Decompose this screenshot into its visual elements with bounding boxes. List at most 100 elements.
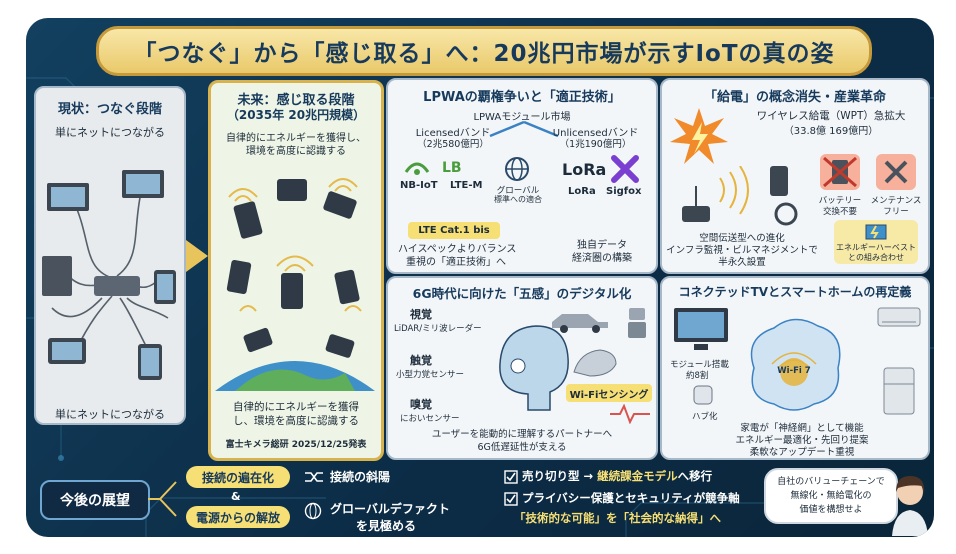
camera-icon (774, 202, 798, 226)
own-line2: 経済圏の構築 (572, 253, 632, 264)
space-line3: 半永久設置 (718, 257, 766, 268)
speech-bubble: 自社のバリューチェーンで 無線化・無給電化の 価値を構想せよ (764, 468, 898, 524)
battery-line1: バッテリー (818, 196, 862, 206)
smart-home-panel: コネクテッドTVとスマートホームの再定義 モジュール搭載 約8割 Wi-Fi 7… (660, 276, 930, 460)
sigfox-label: Sigfox (606, 186, 642, 197)
privacy-line2: 「技術的な可能」を「社会的な納得」へ (514, 511, 721, 525)
licensed-line1: Licensedバンド (415, 128, 491, 139)
maint-line2: フリー (883, 207, 909, 217)
phone-icon (334, 269, 360, 305)
global-line1: グローバル (496, 186, 540, 196)
checkbox-checked-icon (504, 470, 518, 484)
hub-label: ハブ化 (692, 412, 718, 422)
lpwa-market-label: LPWAモジュール市場 (473, 112, 571, 123)
tablet-icon (323, 191, 357, 219)
page-title: 「つなぐ」から「感じ取る」へ：20兆円市場が示すIoTの真の姿 (96, 26, 872, 76)
brain-network-illustration (750, 318, 841, 411)
touch-desc: 小型力覚センサー (396, 370, 465, 380)
unlicensed-line1: Unlicensedバンド (552, 128, 639, 139)
no-maintenance-icon (876, 154, 916, 190)
tv-icon (674, 308, 728, 350)
branch-arrow-icon (148, 481, 177, 517)
wpt-line1: ワイヤレス給電（WPT）急拡大 (756, 110, 906, 122)
air-conditioner-icon (877, 307, 921, 327)
space-line1: 空間伝送型への進化 (699, 233, 785, 244)
phone-icon (281, 273, 303, 309)
outlook-label: 今後の展望 (40, 480, 150, 520)
tv-heading: コネクテッドTVとスマートホームの再定義 (678, 285, 912, 299)
global-de-facto-line2: を見極める (356, 519, 417, 533)
router-icon (94, 276, 140, 296)
battery-line2: 交換不要 (822, 207, 857, 217)
outlook-band: 今後の展望 接続の遍在化 & 電源からの解放 接続の斜陽 グローバルデファクト … (26, 462, 934, 537)
own-line1: 独自データ (577, 240, 627, 251)
arrow-right-icon (186, 240, 208, 272)
amp-label: & (231, 490, 241, 503)
checkbox-checked-icon (504, 492, 518, 506)
nbiot-label: NB-IoT (400, 180, 438, 191)
release-pill: 電源からの解放 (186, 506, 290, 528)
shuffle-icon (305, 472, 323, 482)
module-line2: 約8割 (686, 371, 709, 381)
power-heading: 「給電」の概念消失・産業革命 (703, 90, 886, 105)
global-de-facto-line1: グローバルデファクト (330, 502, 450, 516)
future-top-line2: 環境を高度に認識する (246, 146, 346, 157)
wireless-transmitter-illustration (682, 166, 798, 226)
car-icon (552, 314, 608, 333)
smell-desc: においセンサー (400, 414, 460, 424)
cat1-desc-line1: ハイスペックよりバランス (398, 244, 517, 255)
sell-line: 売り切り型 → 継続課金モデルへ移行 (522, 468, 712, 484)
senses-heading: 6G時代に向けた「五感」のデジタル化 (412, 286, 632, 301)
current-heading: 現状：つなぐ段階 (57, 102, 162, 117)
decline-label: 接続の斜陽 (330, 470, 391, 484)
no-battery-icon (820, 154, 860, 190)
sight-label: 視覚 (410, 308, 432, 321)
wifi-signal-icon (404, 162, 430, 175)
cat1-desc-line2: 重視の「適正技術」へ (406, 257, 506, 268)
home-line3: 柔軟なアップデート重視 (749, 447, 855, 458)
wpt-line2: （33.8億 169億円） (783, 126, 879, 137)
server-icon (42, 256, 72, 296)
harvest-box: エネルギーハーベスト との組み合わせ (834, 220, 918, 264)
sight-desc: LiDAR/ミリ波レーダー (394, 324, 482, 334)
bubble-line2: 無線化・無給電化の (790, 491, 872, 501)
current-top-text: 単にネットにつながる (55, 126, 165, 139)
lb-logo: LB (442, 160, 462, 176)
sigfox-logo-icon (611, 155, 639, 183)
sell-highlight: 継続課金モデル (597, 469, 678, 483)
senses-panel: 6G時代に向けた「五感」のデジタル化 視覚 LiDAR/ミリ波レーダー 触覚 小… (386, 276, 658, 460)
global-line2: 標準への適合 (494, 195, 542, 204)
home-line1: 家電が「神経網」として機能 (740, 423, 864, 434)
power-panel: 「給電」の概念消失・産業革命 ワイヤレス給電（WPT）急拡大 （33.8億 16… (660, 78, 930, 274)
harvest-line2: との組み合わせ (848, 253, 904, 262)
head-sensing-illustration (499, 325, 569, 411)
ubiquity-pill: 接続の遍在化 (186, 466, 290, 488)
tablet-icon (325, 334, 355, 358)
partner-line1: ユーザーを能動的に理解するパートナーへ (431, 429, 613, 440)
globe-icon (304, 502, 322, 520)
sell-suffix: へ移行 (677, 469, 713, 483)
lora-label: LoRa (568, 186, 596, 197)
globe-icon (505, 157, 529, 181)
lora-logo: LoRa (562, 160, 607, 179)
future-top-line1: 自律的にエネルギーを獲得し、 (226, 133, 366, 144)
source-note: 富士キメラ総研 2025/12/25発表 (225, 440, 367, 450)
refrigerator-icon (883, 367, 915, 415)
future-bottom-line1: 自律的にエネルギーを獲得 (233, 401, 359, 413)
smell-label: 嗅覚 (410, 398, 432, 411)
module-line1: モジュール搭載 (670, 360, 729, 370)
floating-devices-illustration (215, 178, 375, 391)
tablet-icon (243, 327, 273, 353)
current-stage-panel: 現状：つなぐ段階 単にネットにつながる 単にネットにつながる (34, 86, 186, 425)
sell-prefix: 売り切り型 → (522, 469, 594, 483)
lpwa-panel: LPWAの覇権争いと「適正技術」 LPWAモジュール市場 Licensedバンド… (386, 78, 658, 274)
phone-icon (226, 259, 252, 295)
licensed-line2: （2兆580億円） (417, 139, 489, 150)
bubble-line3: 価値を構想せよ (799, 505, 863, 515)
privacy-line1: プライバシー保護とセキュリティが競争軸 (522, 491, 740, 505)
heartbeat-icon (610, 404, 650, 424)
robot-hand-icon (573, 349, 617, 377)
phone-icon (770, 166, 788, 196)
robot-icon (628, 308, 646, 338)
future-heading-line1: 未来：感じ取る段階 (237, 93, 355, 108)
